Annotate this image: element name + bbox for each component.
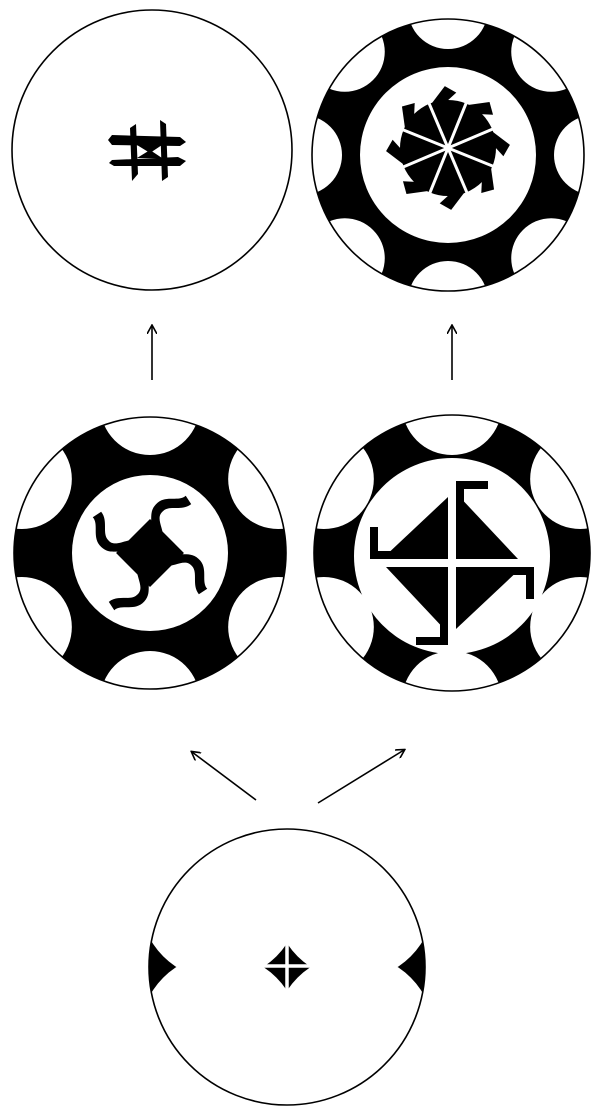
blade-flag	[526, 567, 534, 599]
rim-lobe	[305, 12, 385, 92]
rim-lobe	[274, 429, 374, 529]
rim-lobe	[408, 261, 488, 341]
rim-lobe	[100, 651, 200, 751]
rim-lobe	[511, 218, 591, 298]
rim-lobe	[100, 355, 200, 455]
panel-top-right	[262, 0, 600, 341]
panel-bottom	[107, 767, 467, 1120]
blade-flag	[456, 481, 488, 489]
rim-lobe	[402, 651, 502, 751]
rim-lobe	[228, 429, 328, 529]
arrow-bottom-to-middle-right	[318, 750, 404, 803]
rim-lobe	[511, 12, 591, 92]
rim-lobe	[228, 577, 328, 677]
arrow-bottom-to-middle-left	[192, 752, 256, 800]
rim-lobe	[305, 218, 385, 298]
panel-top-left	[12, 10, 292, 290]
panel-middle-left	[0, 355, 328, 751]
blade-flag	[416, 637, 448, 645]
rim-lobe	[274, 577, 374, 677]
panel-middle-right	[274, 355, 600, 751]
lens-lobe	[274, 820, 434, 980]
blade-flag	[370, 527, 378, 559]
